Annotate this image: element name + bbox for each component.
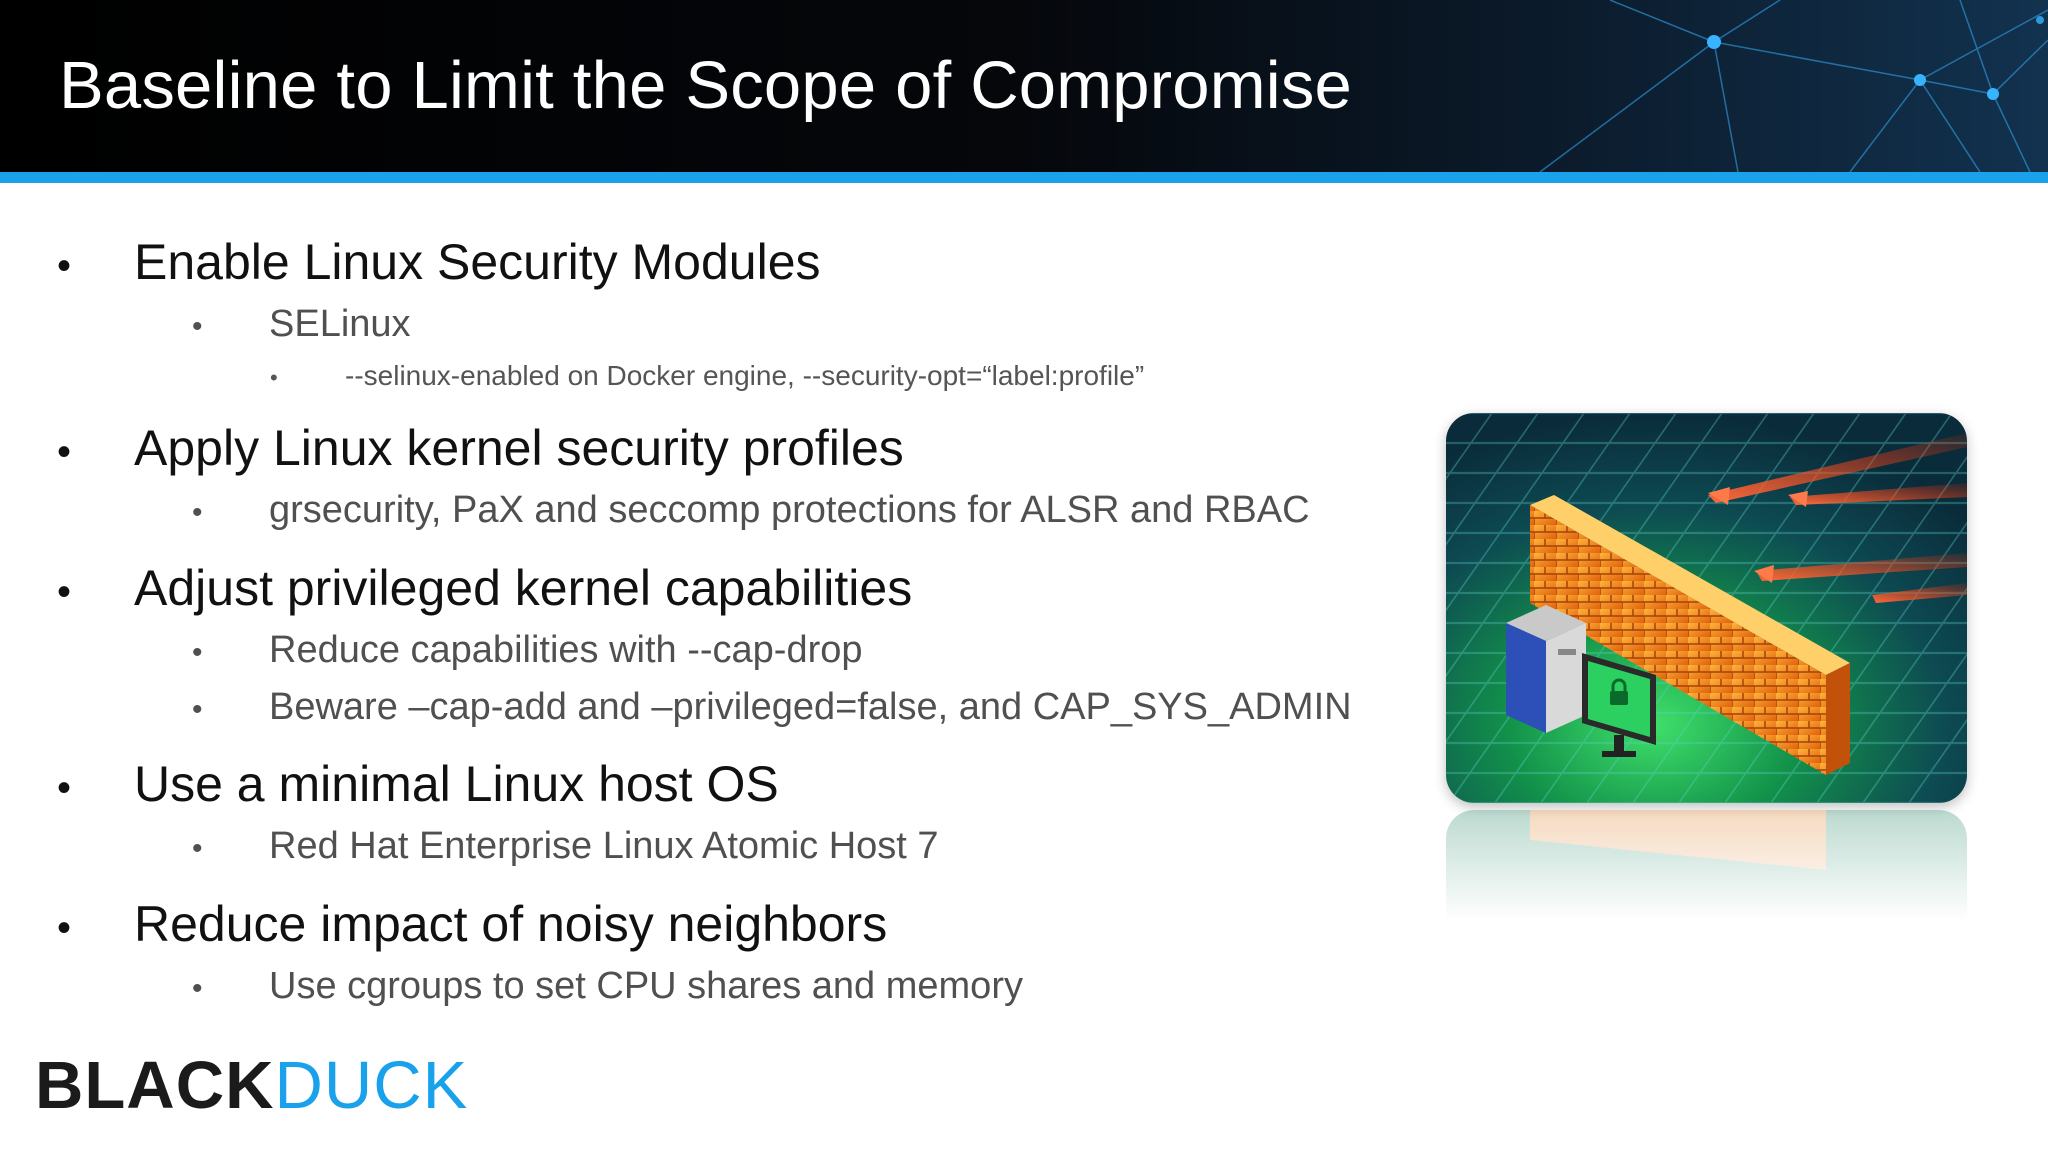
firewall-illustration	[1446, 413, 1967, 803]
sub-bullet-text: SELinux	[269, 303, 411, 345]
sub-sub-bullet-item: • --selinux-enabled on Docker engine, --…	[0, 360, 1144, 392]
illustration-reflection	[1446, 810, 1967, 920]
bullet-text: Adjust privileged kernel capabilities	[134, 560, 913, 616]
firewall-icon	[1446, 413, 1967, 803]
slide-header: Baseline to Limit the Scope of Compromis…	[0, 0, 2048, 172]
network-graphic-icon	[1539, 0, 2048, 172]
sub-bullet-text: Reduce capabilities with --cap-drop	[269, 629, 863, 671]
logo-black-text: BLACK	[35, 1048, 275, 1123]
sub-bullet-text: Beware –cap-add and –privileged=false, a…	[269, 686, 1352, 728]
reflection-icon	[1446, 810, 1967, 920]
sub-bullet-item: • grsecurity, PaX and seccomp protection…	[0, 489, 1310, 532]
slide-title: Baseline to Limit the Scope of Compromis…	[59, 48, 1352, 123]
logo-duck-text: DUCK	[274, 1048, 469, 1123]
bullet-icon: •	[192, 832, 203, 865]
bullet-icon: •	[57, 430, 72, 474]
bullet-icon: •	[192, 310, 203, 343]
bullet-icon: •	[192, 496, 203, 529]
sub-bullet-item: • Beware –cap-add and –privileged=false,…	[0, 686, 1352, 729]
sub-bullet-text: Use cgroups to set CPU shares and memory	[269, 965, 1023, 1007]
bullet-text: Enable Linux Security Modules	[134, 234, 821, 290]
sub-bullet-item: • Red Hat Enterprise Linux Atomic Host 7	[0, 825, 939, 868]
bullet-icon: •	[57, 570, 72, 614]
sub-bullet-text: Red Hat Enterprise Linux Atomic Host 7	[269, 825, 939, 867]
bullet-icon: •	[192, 693, 203, 726]
bullet-icon: •	[57, 766, 72, 810]
bullet-text: Apply Linux kernel security profiles	[134, 420, 904, 476]
bullet-item: • Adjust privileged kernel capabilities	[0, 559, 912, 617]
bullet-icon: •	[57, 906, 72, 950]
bullet-text: Reduce impact of noisy neighbors	[134, 896, 888, 952]
sub-sub-bullet-text: --selinux-enabled on Docker engine, --se…	[345, 360, 1145, 391]
sub-bullet-item: • Reduce capabilities with --cap-drop	[0, 629, 863, 672]
header-accent-bar	[0, 172, 2048, 183]
bullet-item: • Apply Linux kernel security profiles	[0, 419, 904, 477]
bullet-item: • Reduce impact of noisy neighbors	[0, 895, 887, 953]
bullet-item: • Enable Linux Security Modules	[0, 233, 821, 291]
bullet-icon: •	[57, 244, 72, 288]
sub-bullet-item: • SELinux	[0, 303, 411, 346]
bullet-icon: •	[192, 972, 203, 1005]
bullet-text: Use a minimal Linux host OS	[134, 756, 779, 812]
bullet-icon: •	[192, 636, 203, 669]
blackduck-logo: BLACKDUCK	[35, 1052, 468, 1119]
bullet-list: • Enable Linux Security Modules • SELinu…	[0, 233, 1352, 1008]
bullet-item: • Use a minimal Linux host OS	[0, 755, 779, 813]
sub-bullet-text: grsecurity, PaX and seccomp protections …	[269, 489, 1310, 531]
bullet-icon: •	[270, 365, 278, 390]
sub-bullet-item: • Use cgroups to set CPU shares and memo…	[0, 965, 1023, 1008]
